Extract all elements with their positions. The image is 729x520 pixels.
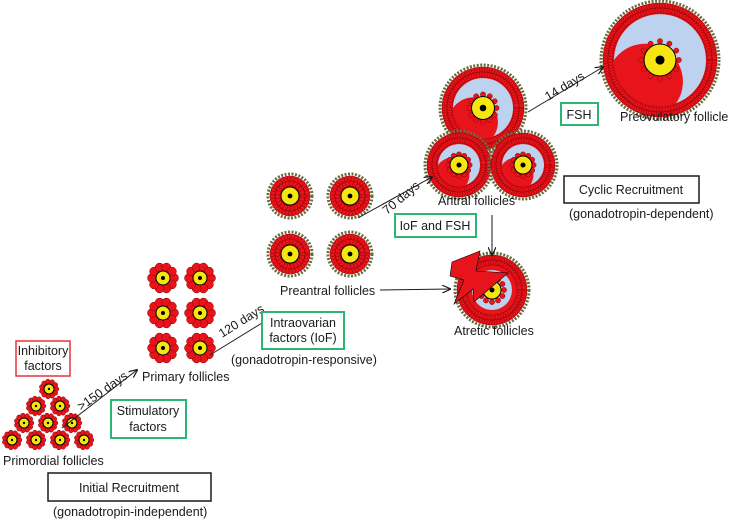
label-primordial-follicles: Primordial follicles — [3, 454, 104, 468]
iof-and-fsh-box: IoF and FSH — [394, 213, 477, 238]
preantral-follicle — [266, 230, 314, 278]
fsh-box: FSH — [560, 102, 599, 126]
preantral-follicle — [266, 172, 314, 220]
lightning-bolt-icon — [449, 250, 509, 305]
primordial-follicle — [38, 412, 59, 434]
initial-recruitment-box: Initial Recruitment — [47, 472, 212, 502]
primordial-follicle — [14, 412, 35, 434]
primordial-follicle — [39, 378, 60, 400]
primordial-follicle — [26, 429, 47, 451]
preovulatory-follicle-graphic — [599, 0, 721, 121]
intraovarian-note: (gonadotropin-responsive) — [231, 353, 377, 367]
primordial-follicle — [62, 412, 83, 434]
cyclic-recruitment-note: (gonadotropin-dependent) — [569, 207, 714, 221]
svg-text:Intraovarian: Intraovarian — [270, 316, 336, 330]
primary-follicle — [147, 297, 179, 329]
svg-text:factors (IoF): factors (IoF) — [269, 331, 336, 345]
svg-text:Stimulatory: Stimulatory — [117, 404, 180, 418]
svg-text:Initial Recruitment: Initial Recruitment — [79, 481, 180, 495]
arrow-antral-to-preovulatory — [527, 67, 603, 113]
stimulatory-factors-box: Stimulatory factors — [110, 399, 187, 439]
duration-preantral-to-antral: 70 days — [380, 178, 423, 217]
preantral-follicles-grid — [266, 172, 374, 278]
primary-follicle — [147, 332, 179, 364]
label-preovulatory-follicle: Preovulatory follicle — [620, 110, 728, 124]
svg-text:FSH: FSH — [567, 108, 592, 122]
label-preantral-follicles: Preantral follicles — [280, 284, 375, 298]
primary-follicle — [184, 262, 216, 294]
antral-follicle — [487, 129, 559, 201]
primordial-follicle — [50, 429, 71, 451]
arrow-preantral-to-atretic — [379, 289, 450, 290]
cyclic-recruitment-box: Cyclic Recruitment — [563, 175, 700, 204]
primordial-follicle — [74, 429, 95, 451]
label-primary-follicles: Primary follicles — [142, 370, 230, 384]
preovulatory-follicle — [599, 0, 721, 121]
label-atretic-follicles: Atretic follicles — [454, 324, 534, 338]
label-antral-follicles: Antral follicles — [438, 194, 515, 208]
primary-follicles-grid — [147, 262, 216, 364]
intraovarian-factors-box: Intraovarian factors (IoF) — [261, 311, 345, 350]
svg-text:Cyclic Recruitment: Cyclic Recruitment — [579, 183, 684, 197]
duration-antral-to-preovulatory: 14 days — [542, 69, 587, 104]
svg-text:factors: factors — [24, 359, 62, 373]
inhibitory-factors-box: Inhibitory factors — [15, 340, 71, 377]
antral-follicle — [423, 129, 495, 201]
svg-text:IoF and FSH: IoF and FSH — [400, 219, 471, 233]
duration-primary-to-preantral: 120 days — [216, 302, 266, 341]
svg-text:Inhibitory: Inhibitory — [18, 344, 69, 358]
primary-follicle — [184, 297, 216, 329]
primary-follicle — [184, 332, 216, 364]
preantral-follicle — [326, 230, 374, 278]
primordial-follicle — [26, 395, 47, 417]
arrow-primordial-to-primary — [61, 370, 137, 429]
arrow-preantral-to-antral — [357, 177, 432, 219]
preantral-follicle — [326, 172, 374, 220]
primordial-follicles-cluster — [2, 378, 95, 451]
primordial-follicle — [2, 429, 23, 451]
antral-follicles-group — [423, 63, 559, 201]
primordial-follicle — [50, 395, 71, 417]
primary-follicle — [147, 262, 179, 294]
initial-recruitment-note: (gonadotropin-independent) — [53, 505, 207, 519]
svg-text:factors: factors — [129, 420, 167, 434]
